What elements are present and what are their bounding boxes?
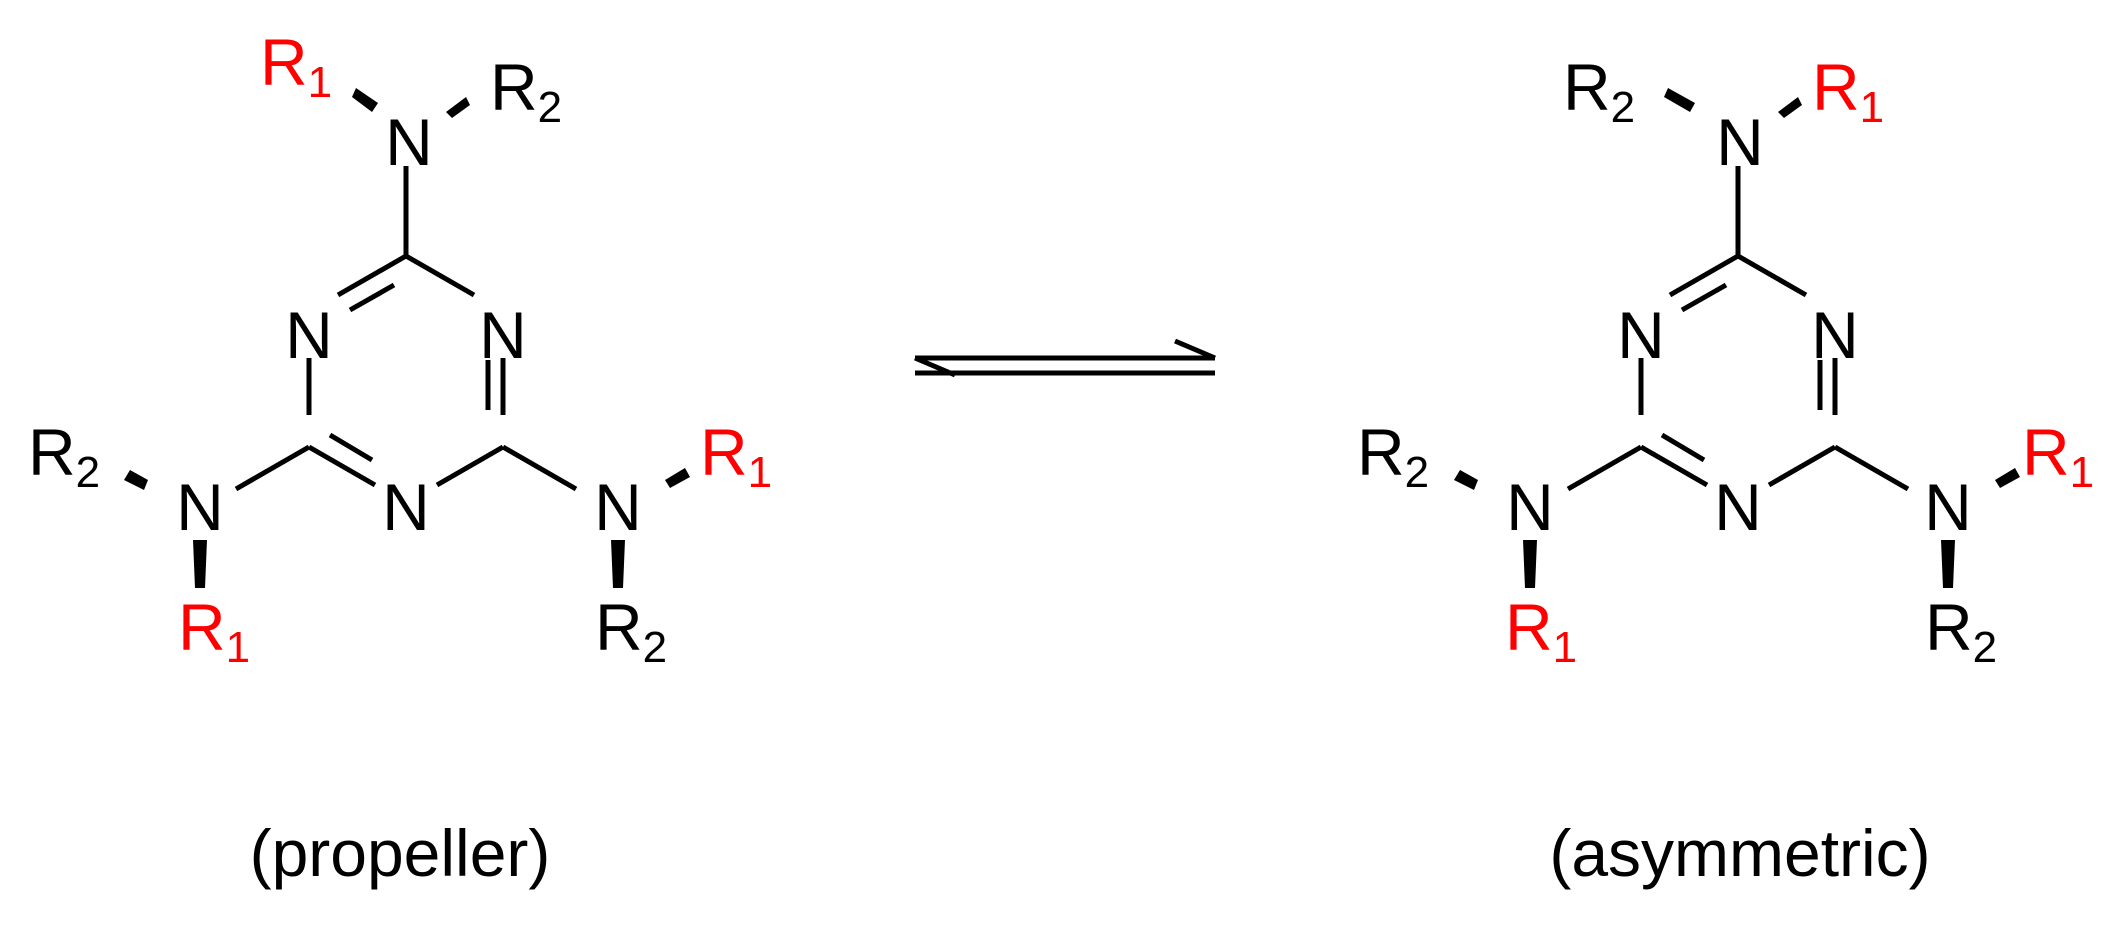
propeller-amine-n-top: N [385, 105, 433, 179]
asymmetric-top-r2: R2 [1563, 50, 1635, 132]
equilibrium-arrows [914, 338, 1216, 378]
asymmetric-bonds [1566, 166, 1910, 492]
asymmetric-ring-n-left: N [1617, 298, 1665, 372]
asymmetric-structure: N N N N N N R2 R1 R2 R1 R1 R2 (asymmetri… [1357, 50, 2094, 890]
propeller-bonds [234, 166, 578, 492]
asymmetric-ring-n-bottom: N [1714, 470, 1762, 544]
propeller-right-r2: R2 [595, 590, 667, 672]
asymmetric-left-r1: R1 [1505, 590, 1577, 672]
propeller-ring-n-left: N [285, 298, 333, 372]
propeller-amine-n-left: N [176, 470, 224, 544]
asymmetric-top-r1: R1 [1812, 50, 1884, 132]
propeller-left-r2: R2 [28, 415, 100, 497]
asymmetric-amine-n-top: N [1716, 105, 1764, 179]
propeller-amine-n-right: N [594, 470, 642, 544]
propeller-top-r2: R2 [490, 50, 562, 132]
asymmetric-ring-n-right: N [1811, 298, 1859, 372]
asymmetric-amine-n-right: N [1924, 470, 1972, 544]
asymmetric-caption: (asymmetric) [1549, 816, 1930, 890]
propeller-ring-n-bottom: N [382, 470, 430, 544]
asymmetric-left-r2: R2 [1357, 415, 1429, 497]
propeller-structure: N N N N N N R1 R2 R2 R1 R1 R2 (propeller… [28, 25, 772, 890]
asymmetric-right-r2: R2 [1925, 590, 1997, 672]
propeller-left-r1: R1 [178, 590, 250, 672]
propeller-wedge-bonds [124, 88, 690, 588]
propeller-top-r1: R1 [260, 25, 332, 107]
asymmetric-right-r1: R1 [2022, 415, 2094, 497]
forward-arrow-head [1174, 338, 1216, 361]
propeller-caption: (propeller) [250, 816, 551, 890]
propeller-ring-n-right: N [479, 298, 527, 372]
asymmetric-wedge-bonds [1454, 88, 2020, 588]
asymmetric-amine-n-left: N [1506, 470, 1554, 544]
propeller-right-r1: R1 [700, 415, 772, 497]
